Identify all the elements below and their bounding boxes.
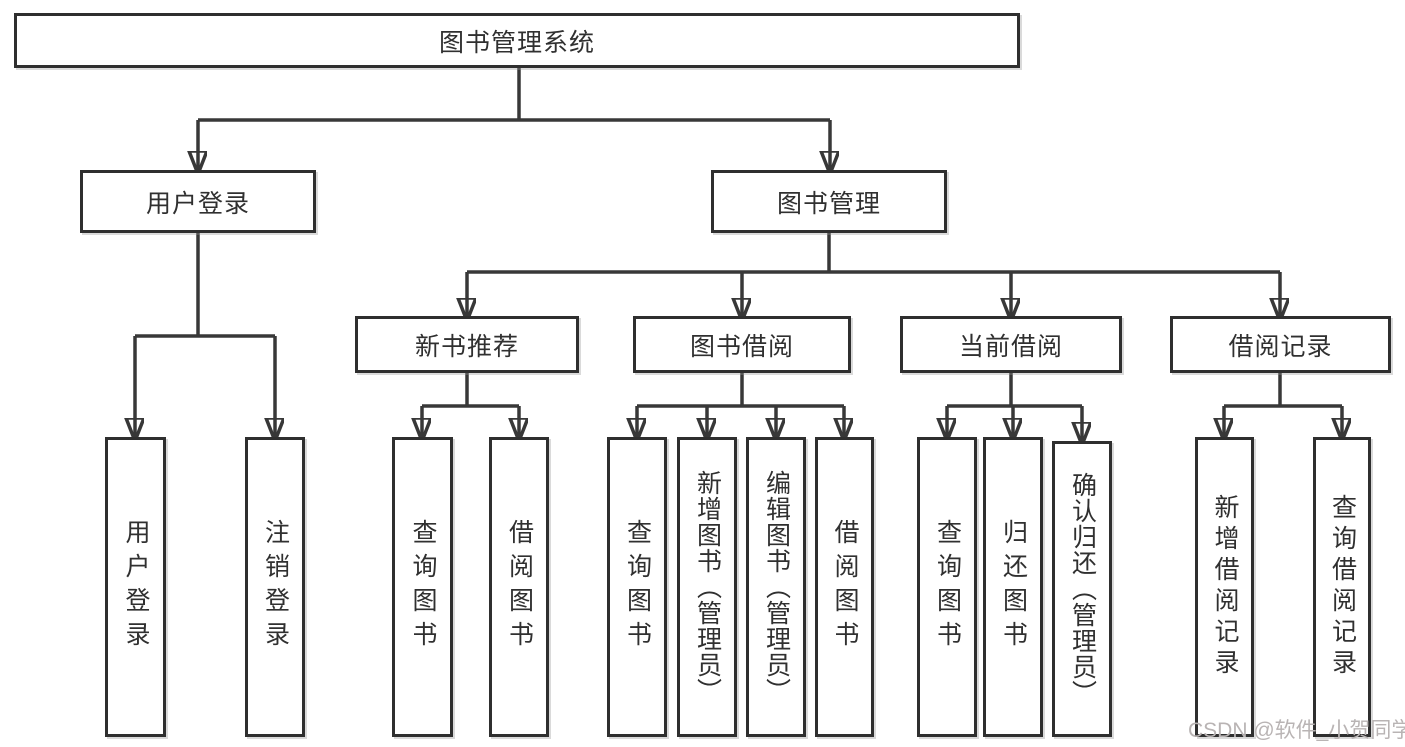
- connector-current-borrowing-split: [947, 373, 1082, 408]
- node-label: 查询图书: [409, 519, 437, 655]
- connector-new-book-split: [422, 373, 519, 408]
- node-label: 编辑图书（管理员）: [762, 470, 791, 704]
- connector-user-login-split: [135, 233, 275, 338]
- node-label: 查询图书: [933, 519, 962, 655]
- connector-root-split: [198, 67, 830, 122]
- node-borrow-books-1: 借阅图书: [489, 437, 549, 737]
- node-query-books-3: 查询图书: [917, 437, 977, 737]
- node-book-borrowing: 图书借阅: [633, 316, 851, 373]
- node-add-book-admin: 新增图书（管理员）: [677, 437, 737, 737]
- node-user-login-leaf: 用户登录: [105, 437, 166, 737]
- node-logout-leaf: 注销登录: [245, 437, 305, 737]
- node-book-management: 图书管理: [711, 170, 947, 233]
- node-label: 图书管理系统: [438, 28, 595, 57]
- node-confirm-return-admin: 确认归还（管理员）: [1052, 441, 1112, 737]
- node-library-management-system: 图书管理系统: [14, 13, 1020, 68]
- node-label: 图书管理: [776, 189, 881, 218]
- node-label: 注销登录: [261, 519, 290, 655]
- node-user-login: 用户登录: [80, 170, 316, 233]
- node-current-borrowing: 当前借阅: [900, 316, 1122, 373]
- node-label: 用户登录: [145, 189, 250, 218]
- node-label: 图书借阅: [689, 332, 794, 361]
- node-label: 当前借阅: [958, 332, 1063, 361]
- node-new-book-recommendation: 新书推荐: [355, 316, 579, 373]
- node-label: 用户登录: [122, 519, 150, 655]
- node-label: 新增借阅记录: [1211, 494, 1239, 680]
- connector-book-borrowing-split: [637, 373, 844, 408]
- node-label: 查询图书: [623, 519, 652, 655]
- node-label: 借阅记录: [1228, 332, 1333, 361]
- node-edit-book-admin: 编辑图书（管理员）: [746, 437, 806, 737]
- node-borrow-books-2: 借阅图书: [815, 437, 874, 737]
- node-borrowing-records: 借阅记录: [1170, 316, 1391, 373]
- node-label: 归还图书: [999, 519, 1028, 655]
- node-query-books-1: 查询图书: [392, 437, 453, 737]
- watermark-text: CSDN @软件_小贺同学: [1188, 719, 1405, 742]
- connector-borrowing-records-split: [1224, 373, 1342, 408]
- node-add-borrow-record: 新增借阅记录: [1195, 437, 1254, 737]
- node-label: 查询借阅记录: [1328, 494, 1357, 680]
- node-label: 确认归还（管理员）: [1068, 472, 1097, 706]
- connector-book-management-split: [467, 233, 1280, 274]
- node-label: 借阅图书: [831, 519, 859, 655]
- node-label: 新书推荐: [414, 332, 519, 361]
- node-label: 借阅图书: [505, 519, 534, 655]
- node-label: 新增图书（管理员）: [693, 470, 722, 704]
- node-return-books: 归还图书: [983, 437, 1043, 737]
- node-query-borrow-record: 查询借阅记录: [1313, 437, 1371, 737]
- node-query-books-2: 查询图书: [607, 437, 667, 737]
